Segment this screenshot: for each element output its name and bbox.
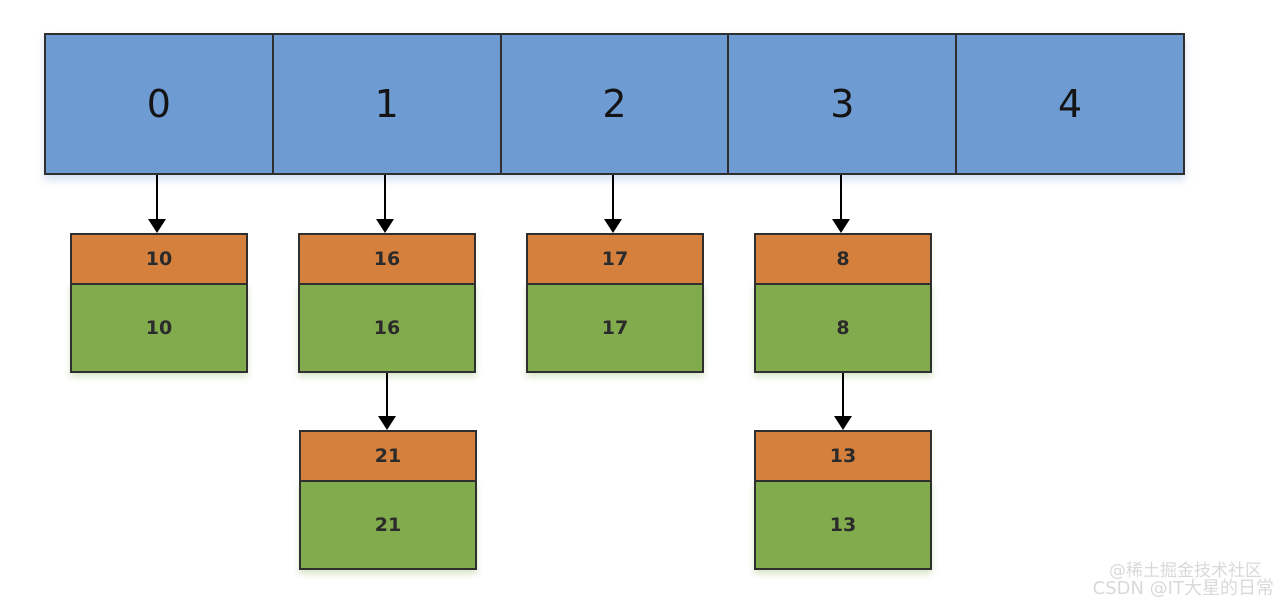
node-key: 21 (299, 430, 477, 482)
node-key: 13 (754, 430, 932, 482)
node-value: 13 (754, 480, 932, 570)
watermark-juejin: @稀土掘金技术社区 (1109, 561, 1262, 581)
node-value: 8 (754, 283, 932, 373)
arrow-bucket2-to-node (604, 175, 622, 233)
node-key: 8 (754, 233, 932, 285)
chain-node-bucket1-1: 16 16 (298, 233, 476, 373)
bucket-cell-0: 0 (44, 33, 274, 175)
node-key: 16 (298, 233, 476, 285)
arrow-bucket1-to-node (376, 175, 394, 233)
node-key: 17 (526, 233, 704, 285)
chain-node-bucket2-1: 17 17 (526, 233, 704, 373)
chain-node-bucket0-1: 10 10 (70, 233, 248, 373)
chain-node-bucket3-1: 8 8 (754, 233, 932, 373)
bucket-array: 0 1 2 3 4 (44, 33, 1185, 175)
bucket-cell-4: 4 (955, 33, 1185, 175)
node-value: 17 (526, 283, 704, 373)
chain-node-bucket3-2: 13 13 (754, 430, 932, 570)
node-value: 10 (70, 283, 248, 373)
bucket-cell-3: 3 (727, 33, 958, 175)
bucket-cell-2: 2 (499, 33, 730, 175)
arrow-bucket3-to-node (832, 175, 850, 233)
chain-node-bucket1-2: 21 21 (299, 430, 477, 570)
arrow-bucket1-node1-to-node2 (378, 373, 396, 430)
node-key: 10 (70, 233, 248, 285)
watermark-csdn: CSDN @IT大星的日常 (1092, 578, 1274, 599)
arrow-bucket3-node1-to-node2 (834, 373, 852, 430)
node-value: 21 (299, 480, 477, 570)
bucket-cell-1: 1 (271, 33, 502, 175)
node-value: 16 (298, 283, 476, 373)
arrow-bucket0-to-node (148, 175, 166, 233)
